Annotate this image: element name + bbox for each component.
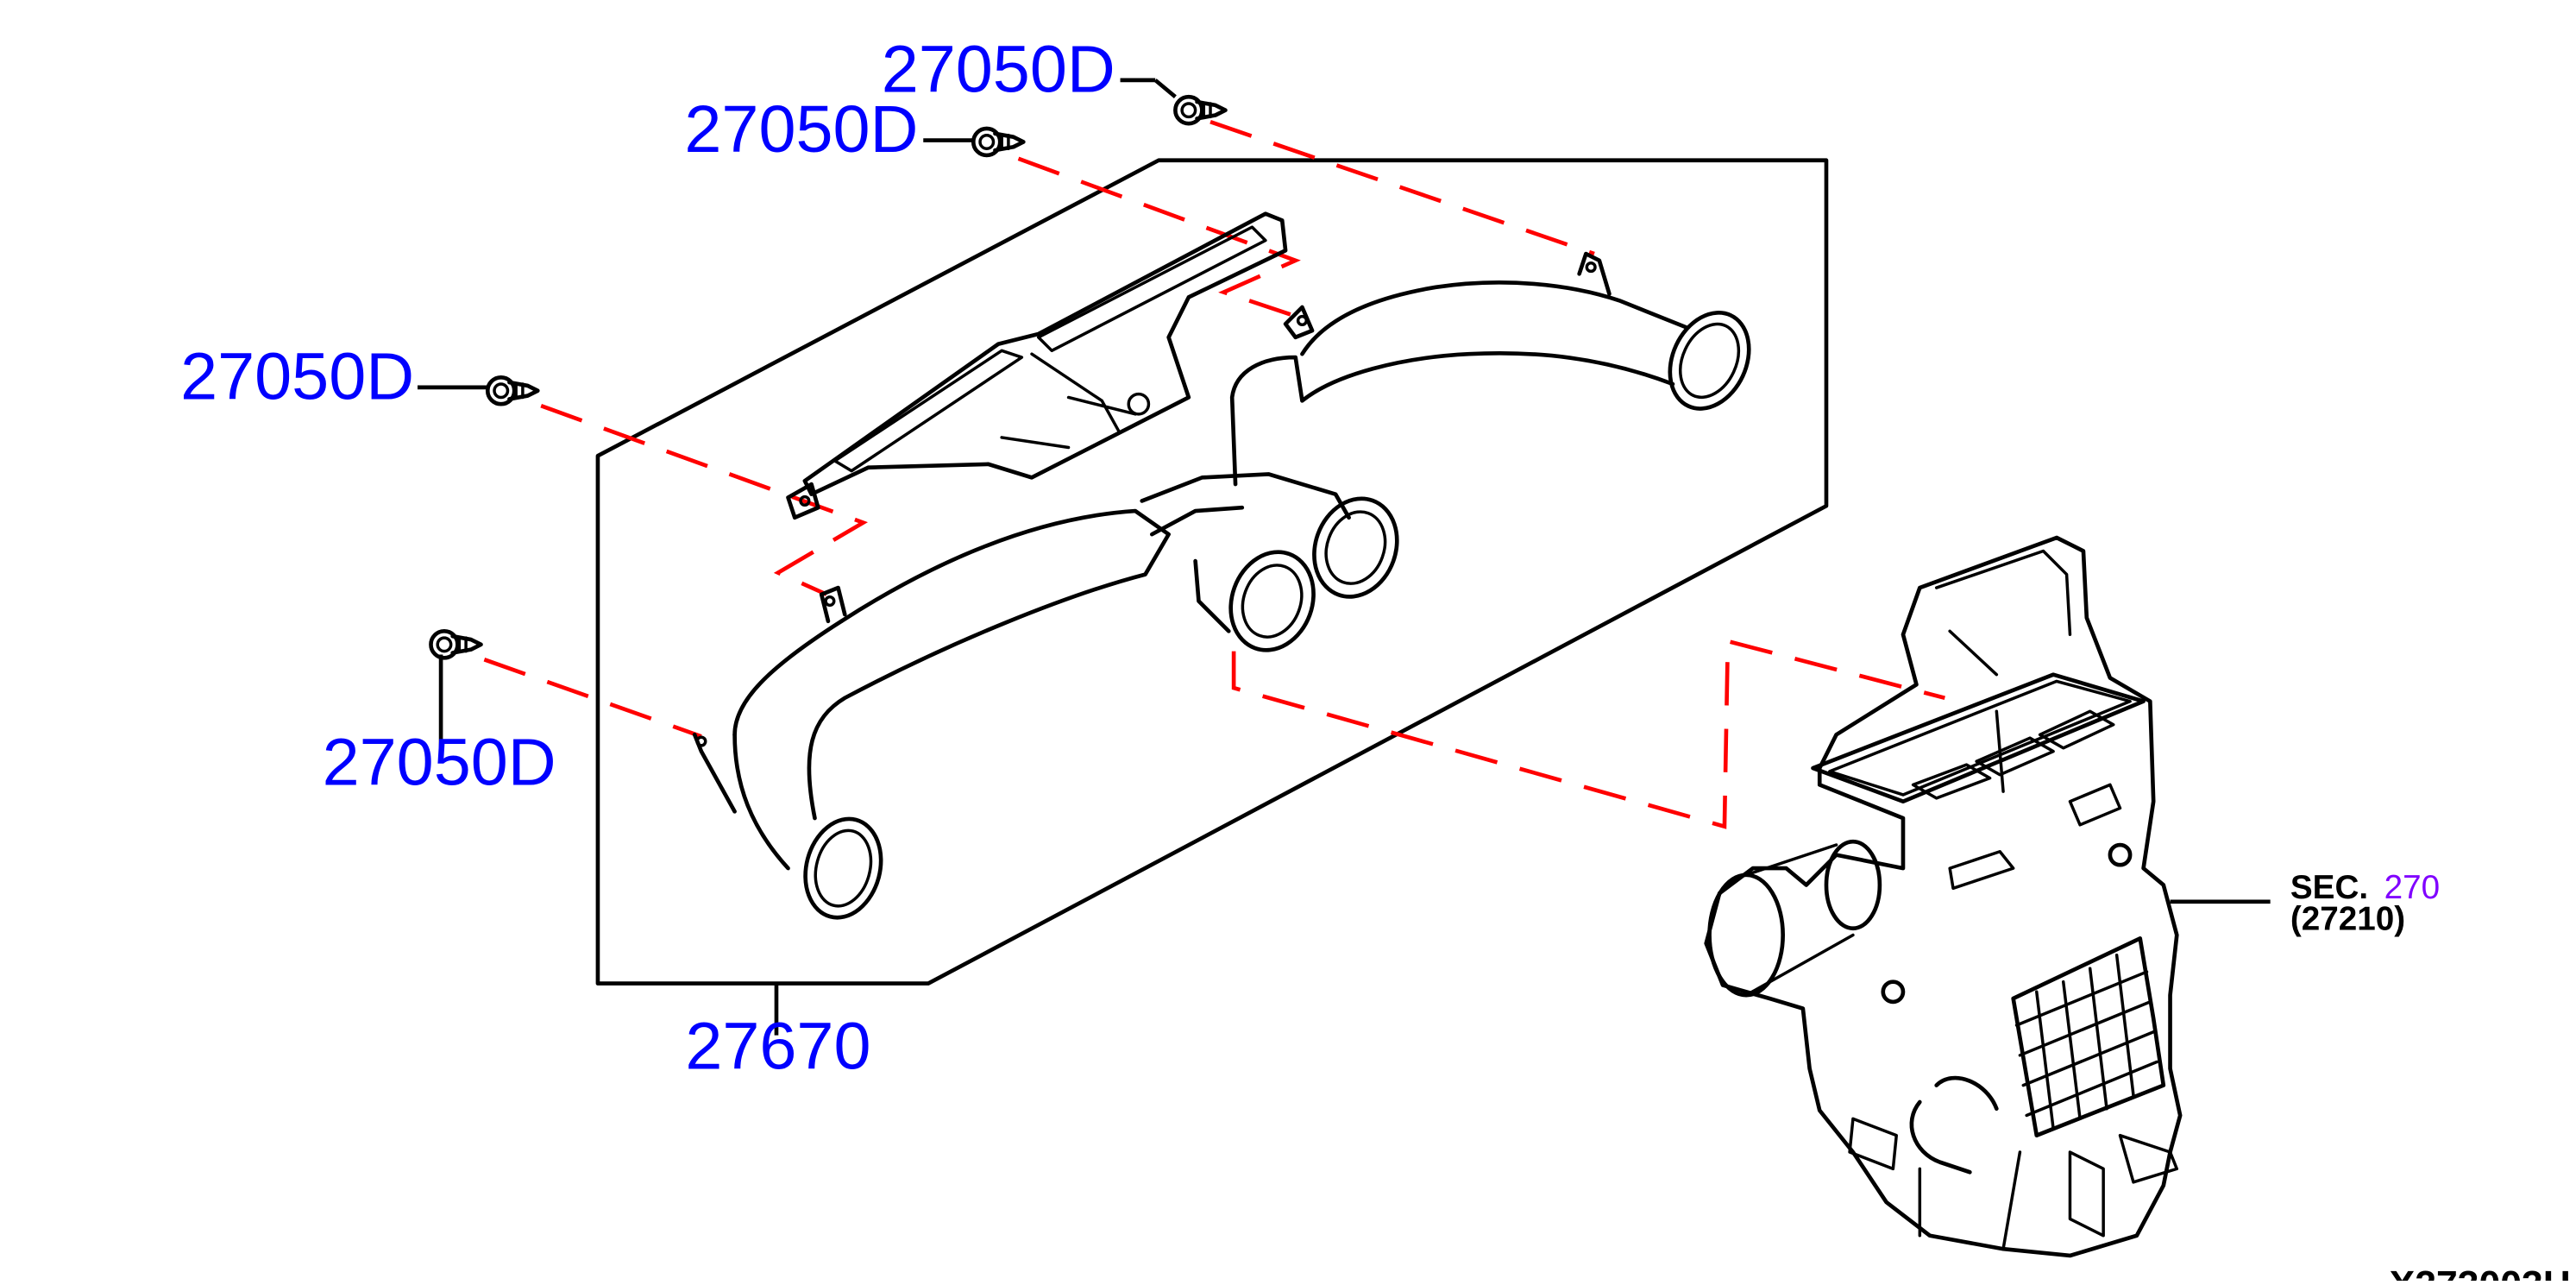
leader-lines xyxy=(417,78,2271,1036)
section-subpart: (27210) xyxy=(2290,901,2405,938)
assembly-boundary xyxy=(595,158,1829,986)
section-reference: SEC. 270 xyxy=(2290,869,2440,906)
screw-icon[interactable] xyxy=(1173,94,1228,126)
dashed-guides xyxy=(483,120,1945,829)
part-number-label[interactable]: 27050D xyxy=(684,92,918,167)
ventilator-duct-drawing xyxy=(692,211,1751,920)
screw-icon[interactable] xyxy=(971,126,1026,158)
part-number-label[interactable]: 27050D xyxy=(882,32,1115,106)
part-number-label[interactable]: 27050D xyxy=(180,339,414,413)
section-number-link[interactable]: 270 xyxy=(2384,869,2441,906)
screw-icon[interactable] xyxy=(429,629,483,660)
part-number-label[interactable]: 27050D xyxy=(323,725,556,799)
screw-icon[interactable] xyxy=(485,375,540,406)
heater-unit-drawing xyxy=(1704,535,2183,1258)
diagram-code: X273003H xyxy=(2390,1263,2571,1281)
part-number-label[interactable]: 27670 xyxy=(685,1009,870,1083)
section-prefix: SEC. xyxy=(2290,869,2368,906)
